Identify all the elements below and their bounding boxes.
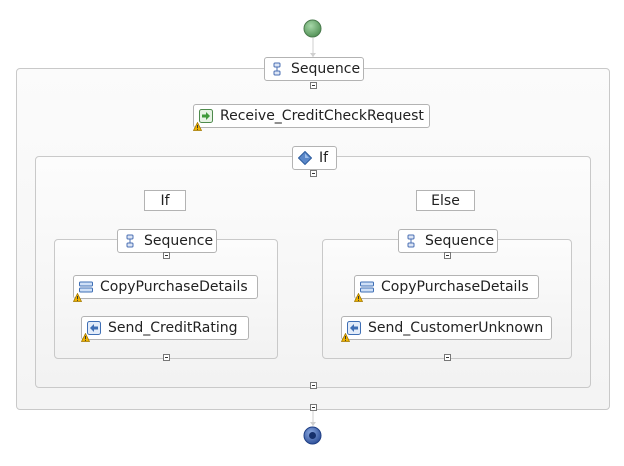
outer-sequence-node[interactable]: Sequence <box>264 57 364 81</box>
assign-icon <box>79 281 93 293</box>
else-copy-purchase-details-node[interactable]: CopyPurchaseDetails <box>354 275 539 299</box>
sequence-icon <box>126 234 134 248</box>
warning-icon <box>81 333 90 342</box>
else-branch-sequence-label: Sequence <box>425 233 495 249</box>
send-customer-unknown-label: Send_CustomerUnknown <box>368 320 544 336</box>
if-branch-sequence-node[interactable]: Sequence <box>117 229 217 253</box>
receive-label: Receive_CreditCheckRequest <box>220 108 424 124</box>
warning-icon <box>354 293 363 302</box>
end-node[interactable] <box>303 426 322 445</box>
send-credit-rating-label: Send_CreditRating <box>108 320 238 336</box>
receive-icon <box>199 109 213 123</box>
send-customer-unknown-node[interactable]: Send_CustomerUnknown <box>341 316 552 340</box>
else-branch-sequence-collapse-toggle[interactable] <box>444 252 451 259</box>
if-branch-sequence-label: Sequence <box>144 233 214 249</box>
send-credit-rating-node[interactable]: Send_CreditRating <box>81 316 249 340</box>
assign-icon <box>360 281 374 293</box>
outer-sequence-label: Sequence <box>291 61 361 77</box>
outer-sequence-collapse-toggle[interactable] <box>310 82 317 89</box>
if-collapse-toggle[interactable] <box>310 170 317 177</box>
warning-icon <box>341 333 350 342</box>
if-end-collapse-toggle[interactable] <box>310 382 317 389</box>
else-branch-sequence-node[interactable]: Sequence <box>398 229 498 253</box>
start-circle-icon <box>303 19 322 38</box>
receive-credit-check-request-node[interactable]: Receive_CreditCheckRequest <box>193 104 430 128</box>
if-diamond-icon <box>298 151 312 165</box>
sequence-icon <box>273 62 281 76</box>
if-branch-label[interactable]: If <box>144 190 186 211</box>
if-copy-purchase-details-label: CopyPurchaseDetails <box>100 279 248 295</box>
else-branch-label[interactable]: Else <box>416 190 475 211</box>
else-branch-end-collapse-toggle[interactable] <box>444 354 451 361</box>
if-node[interactable]: If <box>292 146 337 170</box>
outer-sequence-end-collapse-toggle[interactable] <box>310 404 317 411</box>
else-copy-purchase-details-label: CopyPurchaseDetails <box>381 279 529 295</box>
reply-icon <box>87 321 101 335</box>
if-branch-text: If <box>160 192 170 209</box>
reply-icon <box>347 321 361 335</box>
warning-icon <box>193 122 202 131</box>
else-branch-text: Else <box>431 192 460 209</box>
if-node-label: If <box>319 150 329 166</box>
if-branch-sequence-collapse-toggle[interactable] <box>163 252 170 259</box>
start-node[interactable] <box>303 19 322 38</box>
end-circle-icon <box>303 426 322 445</box>
sequence-icon <box>407 234 415 248</box>
if-branch-end-collapse-toggle[interactable] <box>163 354 170 361</box>
warning-icon <box>73 293 82 302</box>
if-copy-purchase-details-node[interactable]: CopyPurchaseDetails <box>73 275 258 299</box>
